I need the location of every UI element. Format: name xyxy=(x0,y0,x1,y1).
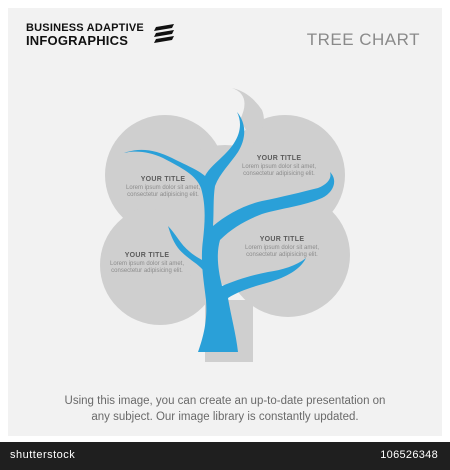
box-title: YOUR TITLE xyxy=(124,252,170,259)
footer-line1: Using this image, you can create an up-t… xyxy=(64,395,386,407)
footer-text: Using this image, you can create an up-t… xyxy=(0,393,450,425)
box-title: YOUR TITLE xyxy=(140,176,186,183)
footer-line2: any subject. Our image library is consta… xyxy=(91,411,359,423)
stock-image-id: 106526348 xyxy=(380,449,438,461)
box-body: Lorem ipsum dolor sit amet, consectetur … xyxy=(241,164,317,177)
box-title: YOUR TITLE xyxy=(259,236,305,243)
text-box-top-left: YOUR TITLE Lorem ipsum dolor sit amet, c… xyxy=(118,176,208,199)
stock-bar: shutterstock 106526348 xyxy=(0,442,450,470)
text-box-bottom-right: YOUR TITLE Lorem ipsum dolor sit amet, c… xyxy=(237,236,327,259)
brand-line1: BUSINESS ADAPTIVE xyxy=(26,22,144,34)
box-title: YOUR TITLE xyxy=(256,155,302,162)
chart-title: TREE CHART xyxy=(306,30,420,49)
brand-logo: BUSINESS ADAPTIVE INFOGRAPHICS xyxy=(26,22,174,48)
text-box-top-right: YOUR TITLE Lorem ipsum dolor sit amet, c… xyxy=(234,155,324,178)
box-body: Lorem ipsum dolor sit amet, consectetur … xyxy=(244,245,320,258)
text-box-bottom-left: YOUR TITLE Lorem ipsum dolor sit amet, c… xyxy=(102,252,192,275)
tree-trunk xyxy=(124,112,335,352)
box-body: Lorem ipsum dolor sit amet, consectetur … xyxy=(125,185,201,198)
stripes-icon xyxy=(154,24,174,43)
brand-line2: INFOGRAPHICS xyxy=(26,33,129,48)
box-body: Lorem ipsum dolor sit amet, consectetur … xyxy=(109,261,185,274)
stock-logo: shutterstock xyxy=(10,449,76,461)
